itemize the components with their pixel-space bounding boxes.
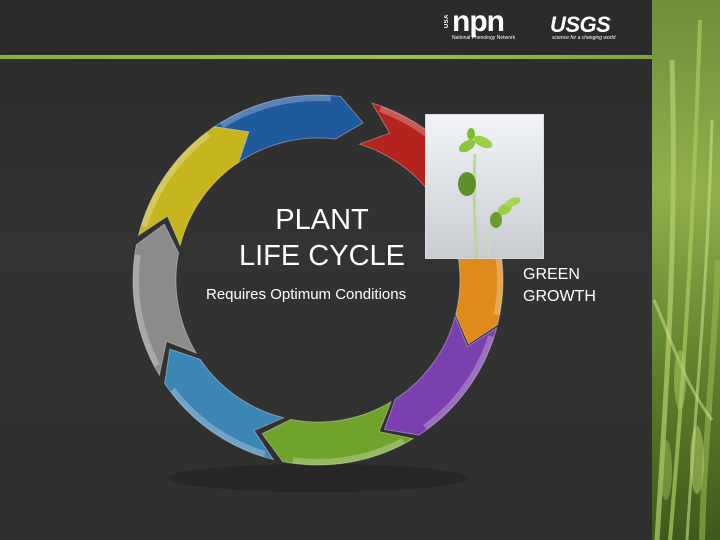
stage-label-line-1: GREEN bbox=[523, 264, 596, 286]
slide-title: PLANT LIFE CYCLE bbox=[222, 202, 422, 274]
cycle-segment-gray bbox=[133, 224, 196, 375]
title-line-2: LIFE CYCLE bbox=[222, 238, 422, 274]
slide-subtitle: Requires Optimum Conditions bbox=[206, 286, 456, 303]
stage-label: GREEN GROWTH bbox=[523, 264, 596, 308]
seedling-photo bbox=[425, 114, 544, 259]
title-line-1: PLANT bbox=[222, 202, 422, 238]
stage-label-line-2: GROWTH bbox=[523, 286, 596, 308]
